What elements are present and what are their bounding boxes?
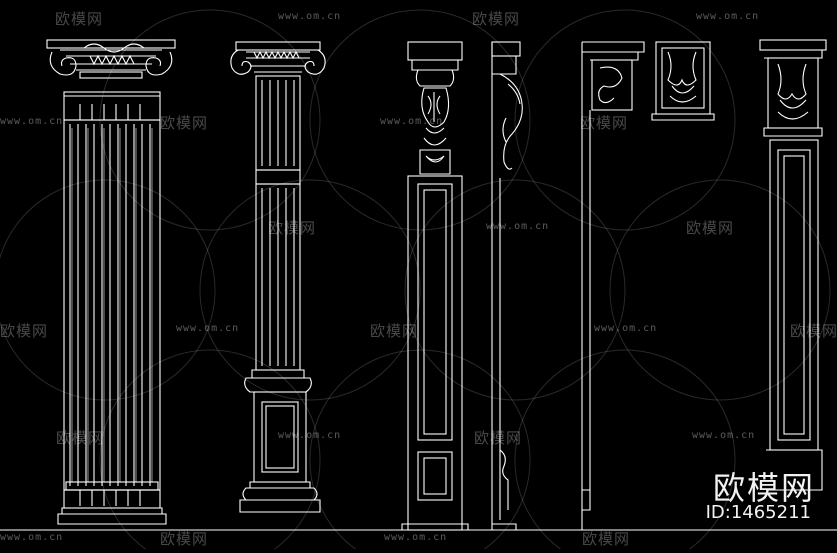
carved-panel bbox=[651, 41, 715, 121]
column-corinthian-fluted bbox=[46, 39, 176, 525]
watermark-url: www.om.cn bbox=[278, 430, 342, 441]
watermark-url: www.om.cn bbox=[594, 323, 658, 334]
watermark-text: 欧模网 bbox=[160, 114, 209, 132]
watermark-url: www.om.cn bbox=[278, 11, 342, 22]
watermark-url: www.om.cn bbox=[384, 532, 448, 543]
watermark-url: www.om.cn bbox=[0, 532, 64, 543]
watermark-text: 欧模网 bbox=[580, 114, 629, 132]
watermark-text: 欧模网 bbox=[268, 219, 317, 237]
watermark-url: www.om.cn bbox=[696, 11, 760, 22]
watermark-text: 欧模网 bbox=[686, 219, 735, 237]
brand-logo-text: 欧模网 bbox=[712, 469, 815, 507]
watermark-url: www.om.cn bbox=[176, 323, 240, 334]
watermark-text: 欧模网 bbox=[56, 429, 105, 447]
watermark-text: 欧模网 bbox=[474, 429, 523, 447]
watermark-text: 欧模网 bbox=[370, 322, 419, 340]
watermark-url: www.om.cn bbox=[486, 221, 550, 232]
column-ionic-pedestal bbox=[230, 41, 326, 513]
pilaster-with-capital bbox=[759, 39, 827, 491]
bracket-profile bbox=[581, 41, 645, 530]
watermark-url: www.om.cn bbox=[380, 116, 444, 127]
watermark-text: 欧模网 bbox=[55, 10, 104, 28]
watermark-arcs bbox=[0, 9, 831, 553]
watermark-url: www.om.cn bbox=[0, 116, 64, 127]
watermark-text: 欧模网 bbox=[790, 322, 837, 340]
watermark-text: 欧模网 bbox=[160, 530, 209, 548]
watermark-url: www.om.cn bbox=[692, 430, 756, 441]
model-id-label: ID:1465211 bbox=[705, 502, 811, 523]
pilaster-front bbox=[401, 41, 469, 531]
watermark-text: 欧模网 bbox=[0, 322, 49, 340]
watermark-text: 欧模网 bbox=[472, 10, 521, 28]
watermark-text: 欧模网 bbox=[582, 530, 631, 548]
pilaster-side-profile bbox=[491, 41, 523, 531]
